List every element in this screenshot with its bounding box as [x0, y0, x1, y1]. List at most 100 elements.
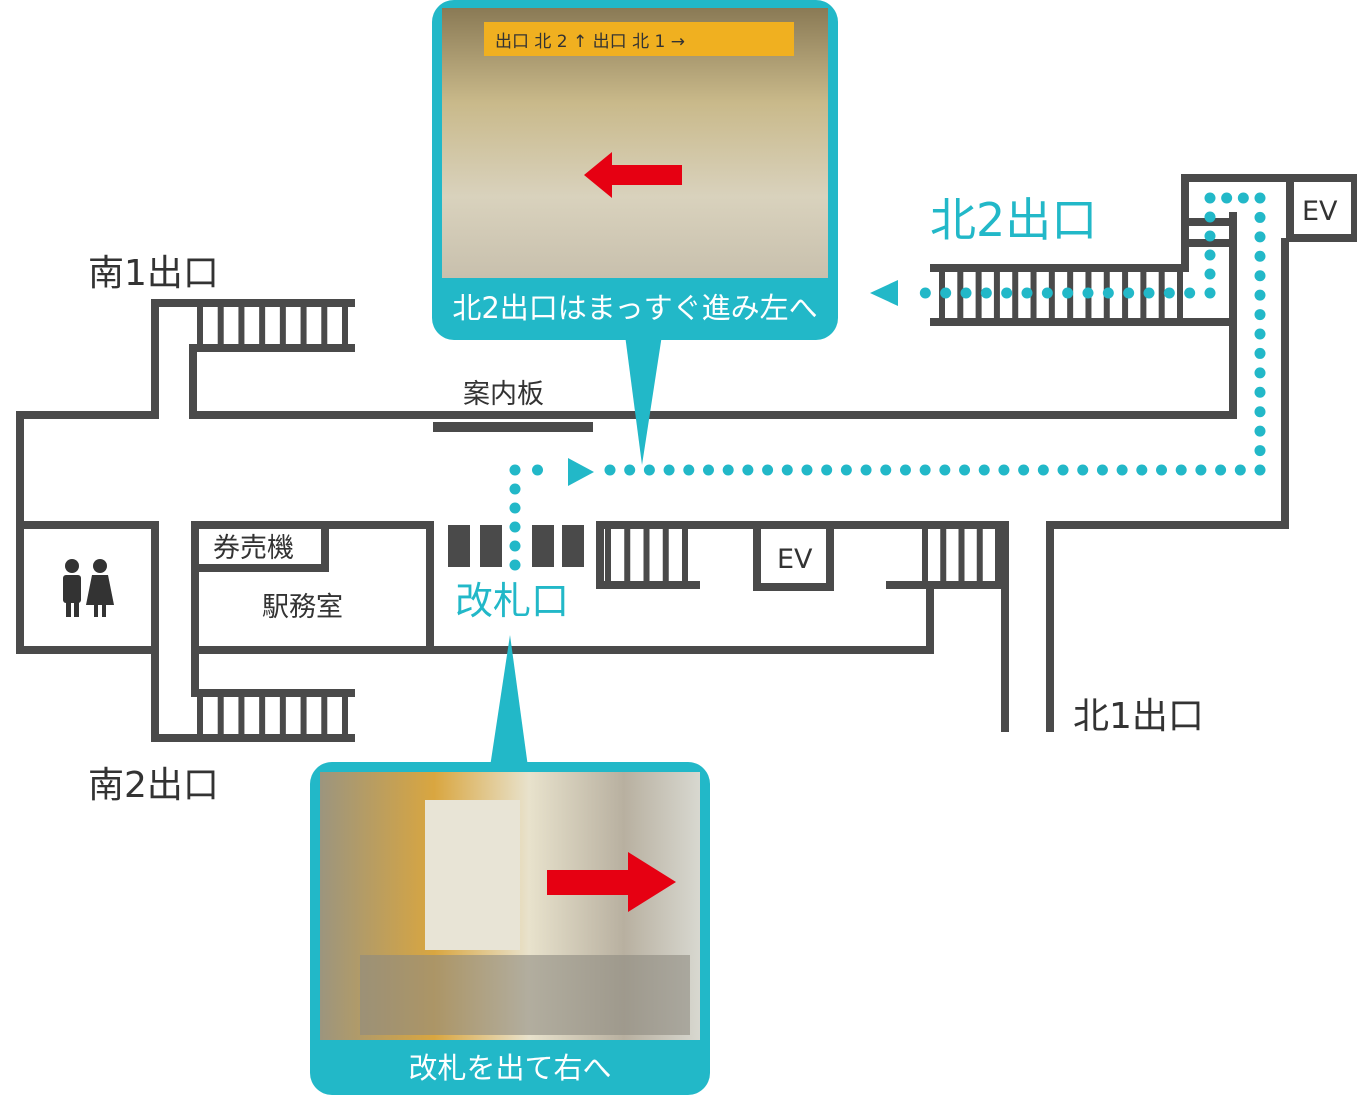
ticket-gates [448, 525, 584, 567]
red-arrow-left-icon [584, 152, 682, 198]
route-dot [821, 464, 833, 476]
route-dot [1037, 464, 1049, 476]
route-dot [1096, 464, 1108, 476]
red-arrow-right-icon [547, 852, 676, 912]
route-dot [978, 464, 990, 476]
route-dot [1204, 249, 1216, 261]
ev-north-label: EV [1302, 196, 1338, 227]
route-dot [1254, 464, 1266, 476]
callout-caption: 改札を出て右へ [408, 1051, 611, 1085]
route-dot [1175, 464, 1187, 476]
route-dot [742, 464, 754, 476]
route-dot [509, 464, 521, 476]
route-dot [1057, 464, 1069, 476]
route-dot [624, 464, 636, 476]
route-dot [1254, 289, 1266, 301]
route-dot [762, 464, 774, 476]
ev-south-label: EV [777, 544, 813, 575]
south1-exit-label: 南1出口 [88, 253, 219, 294]
route-dot [1001, 287, 1013, 299]
route-dot [1254, 250, 1266, 262]
callout-north2: 出口 北 2 ↑ 出口 北 1 → 北2出口はまっすぐ進み左へ [432, 0, 838, 465]
route-dot [1254, 425, 1266, 437]
ticket-gate [562, 525, 584, 567]
route-dot [939, 464, 951, 476]
exit-sign [484, 22, 794, 56]
route-arrow-left-icon [870, 280, 898, 306]
route-dot [1254, 270, 1266, 282]
route-dot [1163, 287, 1175, 299]
route-dot [1254, 445, 1266, 457]
route-dot [1021, 287, 1033, 299]
route-dot [643, 464, 655, 476]
route-dot [960, 287, 972, 299]
route-dot [663, 464, 675, 476]
route-dot [509, 483, 521, 495]
route-dots [509, 192, 1266, 571]
north2-exit-label: 北2出口 [930, 193, 1097, 247]
route-dot [1195, 464, 1207, 476]
route-dot [919, 287, 931, 299]
callout-gate: 改札を出て右へ [310, 635, 710, 1095]
walls [16, 174, 1357, 742]
route-dot [509, 559, 521, 571]
route-dot [1254, 367, 1266, 379]
ticket-machine-label: 券売機 [213, 533, 294, 564]
exit-sign-text: 出口 北 2 ↑ 出口 北 1 → [495, 32, 685, 52]
route-dot [880, 464, 892, 476]
callout-caption: 北2出口はまっすぐ進み左へ [452, 291, 817, 325]
ticket-gate-label: 改札口 [455, 579, 569, 623]
north1-exit-label: 北1出口 [1073, 696, 1204, 737]
route-dot [860, 464, 872, 476]
info-board [433, 422, 593, 432]
route-dot [1254, 386, 1266, 398]
route-dot [1136, 464, 1148, 476]
route-dot [1204, 287, 1216, 299]
route-dot [532, 464, 543, 476]
route-dot [1254, 211, 1266, 223]
route-dot [683, 464, 695, 476]
ticket-gate [532, 525, 554, 567]
route-dot [1254, 192, 1266, 204]
route-dot [840, 464, 852, 476]
route-dot [1254, 231, 1266, 243]
route-dot [1254, 347, 1266, 359]
route-dot [1123, 287, 1135, 299]
route-dot [940, 287, 952, 299]
restroom-icon [63, 559, 114, 617]
route-dot [1041, 287, 1053, 299]
route-dot [919, 464, 931, 476]
route-dot [1221, 192, 1233, 204]
route-dot [1237, 192, 1249, 204]
route-dot [980, 287, 992, 299]
route-dot [1077, 464, 1089, 476]
route-dot [1204, 192, 1216, 204]
route-dot [781, 464, 793, 476]
route-dot [509, 521, 521, 533]
station-office-label: 駅務室 [262, 592, 343, 623]
route-dot [1062, 287, 1074, 299]
route-dot [1143, 287, 1155, 299]
route-dot [1184, 287, 1196, 299]
route-dot [998, 464, 1010, 476]
route-dot [1102, 287, 1114, 299]
route-dot [1116, 464, 1128, 476]
route-dot [959, 464, 971, 476]
route-dot [1234, 464, 1246, 476]
ticket-gate [480, 525, 502, 567]
route-dot [509, 502, 521, 514]
info-board-label: 案内板 [463, 379, 544, 410]
route-dot [1254, 406, 1266, 418]
route-dot [1082, 287, 1094, 299]
route-dot [1018, 464, 1030, 476]
route-dot [604, 464, 616, 476]
ticket-gate [448, 525, 470, 567]
route-dot [1204, 268, 1216, 280]
route-dot [1204, 211, 1216, 223]
south2-exit-label: 南2出口 [88, 765, 219, 806]
route-dot [801, 464, 813, 476]
route-dot [1204, 230, 1216, 242]
route-dot [722, 464, 734, 476]
route-dot [509, 540, 521, 552]
